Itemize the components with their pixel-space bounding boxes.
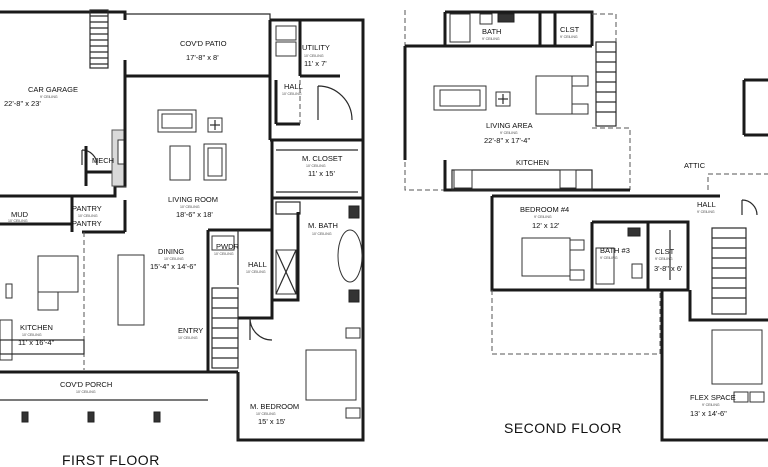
first-floor-title: FIRST FLOOR (62, 452, 160, 467)
kitchen-pantry-mud (0, 196, 125, 370)
hall2-ceiling: 10' CEILING (246, 270, 266, 274)
patio-dims: 17'-8" x 8' (186, 53, 219, 62)
entry-label: ENTRY (178, 326, 203, 335)
mbedroom-label: M. BEDROOM (250, 402, 299, 411)
utility-dims: 11' x 7' (304, 59, 327, 68)
kitchen-ceiling: 10' CEILING (22, 333, 42, 337)
second-floor-plan (403, 10, 768, 442)
clst2-label: CLST (655, 247, 675, 256)
hall2-label: HALL (248, 260, 267, 269)
living-label: LIVING ROOM (168, 195, 218, 204)
upper-stairs (592, 13, 617, 127)
living-room-furniture (157, 109, 227, 181)
dining-label: DINING (158, 247, 184, 256)
master-bath (238, 198, 363, 320)
bath-label: BATH (482, 27, 501, 36)
kitchen-label: KITCHEN (20, 323, 53, 332)
hall3-ceiling: 9' CEILING (697, 210, 715, 214)
bedroom-4-block (490, 194, 720, 292)
bath3-ceiling: 9' CEILING (600, 256, 618, 260)
bedroom4-label: BEDROOM #4 (520, 205, 569, 214)
livingarea-ceiling: 9' CEILING (500, 131, 518, 135)
pantry-label: PANTRY (72, 204, 102, 213)
upper-kitchen-counter (451, 169, 593, 191)
garage-dims: 22'-8" x 23' (4, 99, 41, 108)
mbath-ceiling: 10' CEILING (312, 232, 332, 236)
pantry-label-2: PANTRY (72, 219, 102, 228)
hall1-ceiling: 10' CEILING (282, 92, 302, 96)
second-floor-title: SECOND FLOOR (504, 420, 622, 436)
livingarea-label: LIVING AREA (486, 121, 533, 130)
entry-ceiling: 10' CEILING (178, 336, 198, 340)
utility-hall (274, 20, 353, 126)
kitchen-dims: 11' x 16'-4" (18, 338, 55, 347)
livingarea-dims: 22'-8" x 17'-4" (484, 136, 530, 145)
dining-ceiling: 10' CEILING (164, 257, 184, 261)
flex-dims: 13' x 14'-6" (690, 409, 727, 418)
mech-room (84, 129, 127, 187)
patio-label: COV'D PATIO (180, 39, 227, 48)
clst-label: CLST (560, 25, 580, 34)
bath3-label: BATH #3 (600, 246, 630, 255)
first-floor-plan (0, 9, 365, 442)
porch-label: COV'D PORCH (60, 380, 112, 389)
utility-label: UTILITY (302, 43, 330, 52)
living-dims: 18'-6" x 18' (176, 210, 213, 219)
garage-label: CAR GARAGE (28, 85, 78, 94)
porch-ceiling: 10' CEILING (76, 390, 96, 394)
attic-label: ATTIC (684, 161, 706, 170)
mbath-label: M. BATH (308, 221, 338, 230)
mud-ceiling: 10' CEILING (8, 219, 28, 223)
flex-ceiling: 9' CEILING (702, 403, 720, 407)
mbedroom-ceiling: 10' CEILING (256, 412, 276, 416)
garage-ceiling: 9' CEILING (40, 95, 58, 99)
dining-dims: 15'-4" x 14'-6" (150, 262, 196, 271)
mech-label: MECH (92, 156, 114, 165)
hall1-label: HALL (284, 82, 303, 91)
hall3-label: HALL (697, 200, 716, 209)
living-ceiling: 10' CEILING (180, 205, 200, 209)
master-bedroom-furniture (237, 317, 361, 440)
upper-bath-closet (449, 12, 557, 46)
clst-ceiling: 9' CEILING (560, 35, 578, 39)
kitchen2-label: KITCHEN (516, 158, 549, 167)
attic-area (707, 78, 768, 216)
pantry-ceiling: 10' CEILING (78, 214, 98, 218)
flex-space (491, 227, 768, 442)
pwdr-label: PWDR (216, 242, 239, 251)
mud-label: MUD (11, 210, 29, 219)
bath-ceiling: 9' CEILING (482, 37, 500, 41)
clst2-dims: 3'-8" x 6' (654, 264, 683, 273)
bedroom4-ceiling: 9' CEILING (534, 215, 552, 219)
utility-ceiling: 10' CEILING (304, 54, 324, 58)
mcloset-dims: 11' x 15' (308, 169, 335, 178)
clst2-ceiling: 9' CEILING (655, 257, 673, 261)
living-area-furniture (433, 75, 589, 115)
bedroom4-dims: 12' x 12' (532, 221, 560, 230)
mcloset-label: M. CLOSET (302, 154, 343, 163)
dining-furniture (117, 254, 145, 326)
mcloset-ceiling: 10' CEILING (306, 164, 326, 168)
mbedroom-dims: 15' x 15' (258, 417, 286, 426)
flex-label: FLEX SPACE (690, 393, 736, 402)
porch-area (0, 370, 208, 423)
pwdr-ceiling: 10' CEILING (214, 252, 234, 256)
